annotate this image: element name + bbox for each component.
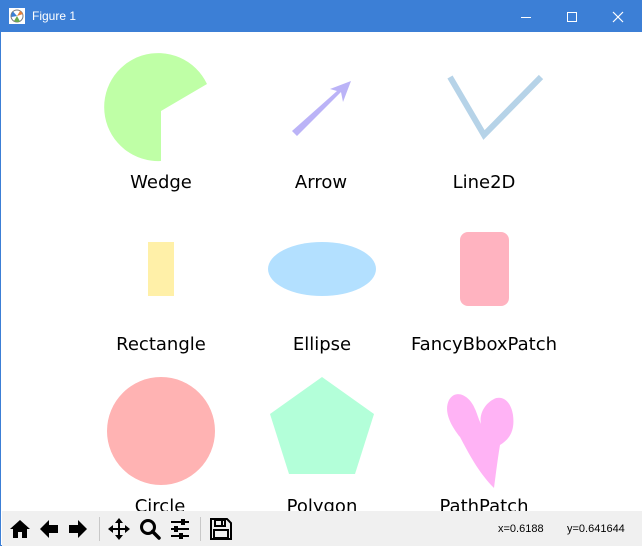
- toolbar-separator: [200, 517, 201, 541]
- y-coordinate-readout: y=0.641644: [567, 523, 625, 535]
- fancybboxpatch-shape: [460, 232, 509, 306]
- window-title: Figure 1: [32, 9, 77, 23]
- figure-canvas[interactable]: Wedge Arrow Line2D Rectangle Ellipse Fan…: [2, 32, 642, 511]
- zoom-button[interactable]: [136, 515, 164, 543]
- sliders-icon: [171, 519, 189, 539]
- matplotlib-app-icon: [9, 8, 25, 24]
- circle-label: Circle: [135, 496, 186, 511]
- ellipse-shape: [268, 242, 376, 296]
- close-icon: [612, 11, 624, 22]
- pan-button[interactable]: [105, 515, 133, 543]
- title-bar[interactable]: Figure 1: [1, 1, 641, 32]
- arrow-label: Arrow: [295, 172, 347, 193]
- arrow-right-icon: [69, 520, 87, 538]
- maximize-button[interactable]: [549, 1, 595, 32]
- forward-button[interactable]: [64, 515, 92, 543]
- polygon-label: Polygon: [287, 496, 358, 511]
- line2d-label: Line2D: [453, 172, 516, 193]
- back-button[interactable]: [35, 515, 63, 543]
- navigation-toolbar: x=0.6188 y=0.641644: [2, 511, 642, 546]
- ellipse-label: Ellipse: [293, 334, 351, 355]
- save-button[interactable]: [207, 515, 235, 543]
- maximize-icon: [567, 11, 577, 22]
- minimize-icon: [521, 16, 531, 18]
- move-icon: [108, 518, 130, 540]
- floppy-disk-icon: [210, 518, 232, 540]
- pathpatch-label: PathPatch: [440, 496, 529, 511]
- fancybboxpatch-label: FancyBboxPatch: [411, 334, 557, 355]
- arrow-left-icon: [40, 520, 58, 538]
- magnifier-icon: [140, 519, 161, 540]
- arrow-shape: [292, 81, 351, 136]
- home-button[interactable]: [6, 515, 34, 543]
- wedge-label: Wedge: [130, 172, 192, 193]
- close-button[interactable]: [595, 1, 641, 32]
- configure-subplots-button[interactable]: [166, 515, 194, 543]
- toolbar-separator: [99, 517, 100, 541]
- x-coordinate-readout: x=0.6188: [498, 523, 544, 535]
- figure-svg: Wedge Arrow Line2D Rectangle Ellipse Fan…: [104, 53, 557, 511]
- minimize-button[interactable]: [503, 1, 549, 32]
- rectangle-label: Rectangle: [116, 334, 206, 355]
- home-icon: [10, 520, 30, 538]
- line2d-shape: [447, 74, 544, 140]
- wedge-shape: [104, 53, 207, 162]
- polygon-shape: [270, 377, 374, 474]
- rectangle-shape: [148, 242, 174, 296]
- circle-shape: [107, 377, 215, 485]
- pathpatch-shape: [447, 394, 514, 488]
